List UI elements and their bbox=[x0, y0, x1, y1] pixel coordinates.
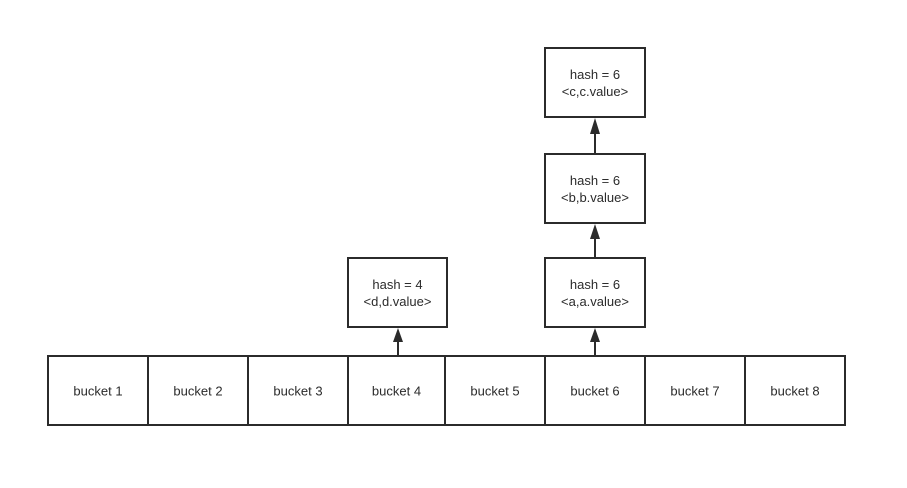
bucket-label: bucket 8 bbox=[770, 384, 819, 399]
chain-bucket-4: hash = 4 <d,d.value> bbox=[347, 257, 448, 356]
bucket-cell: bucket 2 bbox=[147, 355, 249, 426]
bucket-label: bucket 2 bbox=[173, 384, 222, 399]
arrow-up bbox=[590, 328, 600, 356]
bucket-cell: bucket 6 bbox=[544, 355, 646, 426]
bucket-label: bucket 3 bbox=[273, 384, 322, 399]
chain-node: hash = 6 <b,b.value> bbox=[544, 153, 646, 224]
node-entry-label: <a,a.value> bbox=[561, 294, 629, 309]
bucket-cell: bucket 1 bbox=[47, 355, 149, 426]
chain-node: hash = 6 <c,c.value> bbox=[544, 47, 646, 118]
bucket-cell: bucket 7 bbox=[644, 355, 746, 426]
node-hash-label: hash = 6 bbox=[570, 173, 620, 188]
bucket-label: bucket 7 bbox=[670, 384, 719, 399]
node-hash-label: hash = 4 bbox=[372, 277, 422, 292]
bucket-label: bucket 4 bbox=[372, 384, 421, 399]
chain-node: hash = 4 <d,d.value> bbox=[347, 257, 448, 328]
chain-node: hash = 6 <a,a.value> bbox=[544, 257, 646, 328]
arrow-up bbox=[393, 328, 403, 356]
node-entry-label: <b,b.value> bbox=[561, 190, 629, 205]
chain-bucket-6: hash = 6 <a,a.value> hash = 6 <b,b.value… bbox=[544, 47, 646, 356]
arrow-up bbox=[590, 118, 600, 154]
arrow-up bbox=[590, 224, 600, 258]
bucket-cell: bucket 8 bbox=[744, 355, 846, 426]
bucket-label: bucket 5 bbox=[470, 384, 519, 399]
bucket-cell: bucket 3 bbox=[247, 355, 349, 426]
node-entry-label: <d,d.value> bbox=[364, 294, 432, 309]
node-hash-label: hash = 6 bbox=[570, 277, 620, 292]
node-hash-label: hash = 6 bbox=[570, 67, 620, 82]
bucket-label: bucket 1 bbox=[73, 384, 122, 399]
node-entry-label: <c,c.value> bbox=[562, 84, 629, 99]
bucket-cell: bucket 4 bbox=[347, 355, 446, 426]
bucket-array: bucket 1 bucket 2 bucket 3 bucket 4 buck… bbox=[47, 355, 846, 426]
bucket-label: bucket 6 bbox=[570, 384, 619, 399]
bucket-cell: bucket 5 bbox=[444, 355, 546, 426]
